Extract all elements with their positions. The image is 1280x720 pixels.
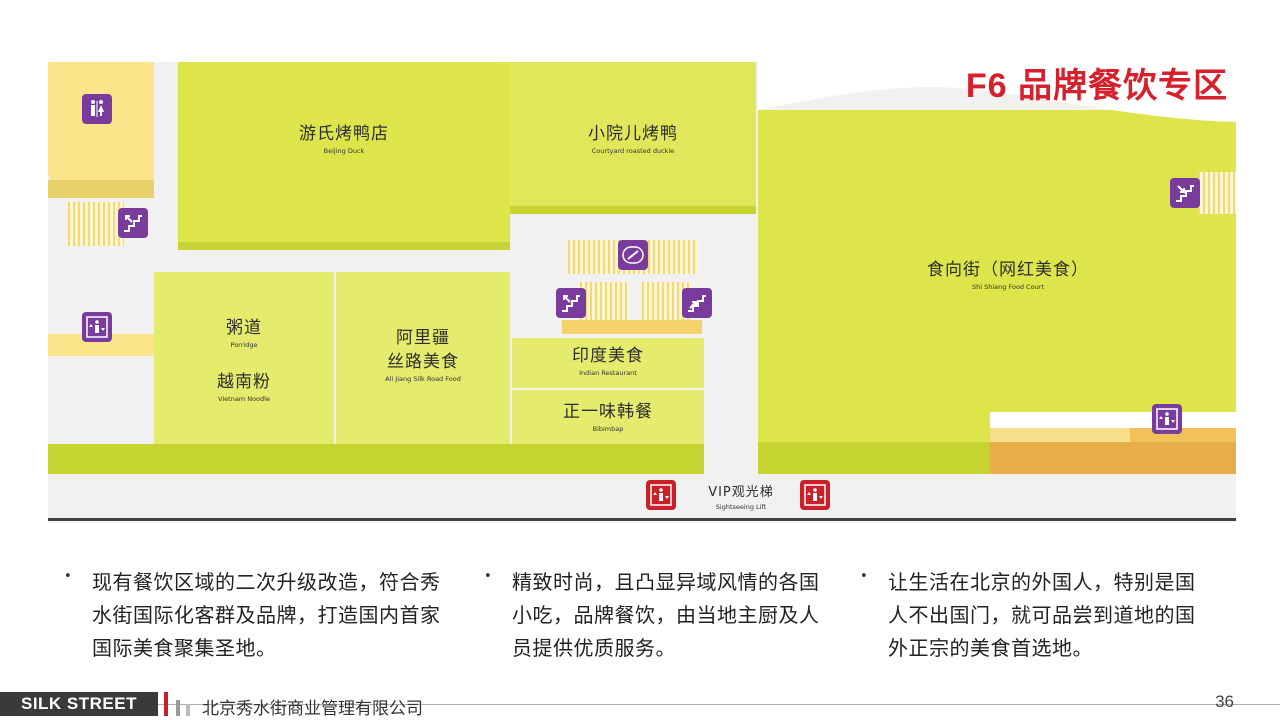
escalator-down-icon[interactable] [556,288,586,318]
stairs-right [1198,172,1236,214]
lower-right-light [990,428,1130,442]
footer-bar-grey [176,700,180,716]
elevator-icon[interactable] [82,312,112,342]
company-name: 北京秀水街商业管理有限公司 [202,699,423,719]
vip-lift-en: Sightseeing Lift [715,503,767,511]
shop-name: 游氏烤鸭店 [299,124,389,144]
shop-name-en: Porridge [230,341,258,349]
shop-name-en: Courtyard roasted duckie [591,147,675,155]
bullet-marker: • [484,569,492,584]
vip-lift-zh: VIP观光梯 [708,485,774,500]
elevator-glyph [804,484,826,506]
footer-bar-grey2 [186,704,190,716]
shop-porridge[interactable]: 粥道 Porridge [154,316,334,350]
escalator-up-icon[interactable] [682,288,712,318]
shop-name-en: Shi Shiang Food Court [972,283,1044,291]
left-stub [48,334,154,356]
footer-bar-red [164,692,168,716]
escalator-down-glyph [562,295,580,312]
escalator-down-glyph [124,215,142,232]
shop-alijiang[interactable]: 阿里疆 丝路美食 Ali Jiang Silk Road Food [336,326,510,384]
vip-lift-label: VIP观光梯 Sightseeing Lift [696,484,786,512]
shop-name: 正一味韩餐 [563,402,653,422]
escalator-up-glyph [688,295,706,312]
zone-shixiangjie-bottom [758,442,990,474]
escalator-icon[interactable] [618,240,648,270]
zone-youshi[interactable] [178,62,510,242]
escalator-down-icon[interactable] [1170,178,1200,208]
footer: SILK STREET 北京秀水街商业管理有限公司 36 [0,688,1280,720]
zone-xiaoyuan[interactable] [510,62,756,206]
zone-indian[interactable] [512,338,704,388]
shop-name-en: Bibimbap [592,425,624,433]
page-title: F6 品牌餐饮专区 [965,67,1228,105]
shop-korean[interactable]: 正一味韩餐 Bibimbap [512,400,704,434]
shop-name-line2: 丝路美食 [387,352,459,372]
restroom-glyph [91,100,104,117]
shop-indian[interactable]: 印度美食 Indian Restaurant [512,344,704,378]
zone-youshi-edge [178,242,510,250]
bullet-item: • 现有餐饮区域的二次升级改造，符合秀水街国际化客群及品牌，打造国内首家国际美食… [64,566,444,665]
shop-name: 食向街（网红美食） [927,260,1089,280]
zone-xiaoyuan-edge [510,206,756,214]
shop-vietnam[interactable]: 越南粉 Vietnam Noodle [154,370,334,404]
escalator-left [580,282,628,320]
shop-name: 小院儿烤鸭 [588,124,678,144]
bullet-text: 现有餐饮区域的二次升级改造，符合秀水街国际化客群及品牌，打造国内首家国际美食聚集… [92,570,441,660]
escalator-down-glyph [1176,185,1194,202]
bullet-marker: • [64,569,72,584]
zone-korean[interactable] [512,390,704,444]
shop-name: 粥道 [226,318,262,338]
shop-youshi[interactable]: 游氏烤鸭店 Beijing Duck [178,122,510,156]
bullet-item: • 让生活在北京的外国人，特别是国人不出国门，就可品尝到道地的国外正宗的美食首选… [860,566,1214,665]
elevator-glyph [650,484,672,506]
zone-alijiang[interactable] [336,272,510,444]
brand-logo: SILK STREET [0,692,158,716]
bullet-item: • 精致时尚，且凸显异域风情的各国小吃，品牌餐饮，由当地主厨及人员提供优质服务。 [484,566,822,665]
stairs-left [68,202,124,246]
zone-porridge[interactable] [154,272,334,444]
shop-name: 越南粉 [217,372,271,392]
shop-name-en: Ali Jiang Silk Road Food [385,375,461,383]
restroom-area [48,62,154,186]
elevator-glyph [1156,408,1178,430]
bullet-marker: • [860,569,868,584]
bottom-strip [48,444,704,474]
escalator-down-icon[interactable] [118,208,148,238]
lower-right-cut [990,412,1236,428]
shop-name-en: Beijing Duck [323,147,365,155]
shop-name-en: Vietnam Noodle [218,395,270,403]
floor-map: 游氏烤鸭店 Beijing Duck 小院儿烤鸭 Courtyard roast… [48,62,1236,522]
vip-elevator-icon[interactable] [646,480,676,510]
escalator-glyph [622,246,644,264]
restroom-icon[interactable] [82,94,112,124]
vip-elevator-icon[interactable] [800,480,830,510]
elevator-icon[interactable] [1152,404,1182,434]
bullet-text: 让生活在北京的外国人，特别是国人不出国门，就可品尝到道地的国外正宗的美食首选地。 [888,570,1196,660]
map-bottom-line [48,518,1236,521]
shop-shixiangjie[interactable]: 食向街（网红美食） Shi Shiang Food Court [898,258,1118,292]
corridor-edge [48,180,154,198]
shop-name: 阿里疆 [396,328,450,348]
elevator-glyph [86,316,108,338]
footer-line [158,704,1280,705]
bullet-text: 精致时尚，且凸显异域风情的各国小吃，品牌餐饮，由当地主厨及人员提供优质服务。 [512,570,820,660]
lower-right-orange [1130,428,1236,442]
shop-xiaoyuan[interactable]: 小院儿烤鸭 Courtyard roasted duckie [510,122,756,156]
page-number: 36 [1215,692,1234,711]
escalator-base [562,320,702,334]
lower-right-block [990,442,1236,474]
shop-name-en: Indian Restaurant [579,369,637,377]
shop-name: 印度美食 [572,346,644,366]
